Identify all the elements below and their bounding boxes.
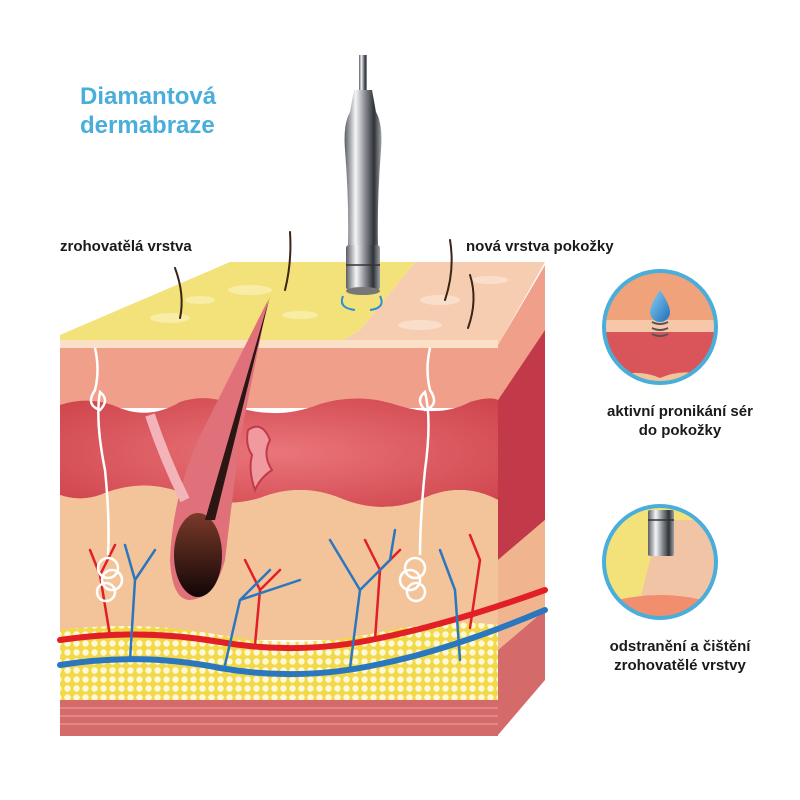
callout-2-line-1: odstranění a čištění [609,638,751,655]
title-line-2: dermabraze [80,112,215,139]
hypodermis-layer [60,485,498,640]
block-right-face [498,265,545,735]
diamond-handpiece [340,55,383,311]
sweat-gland-left [89,347,124,603]
title-line-1: Diamantová [80,83,217,110]
dermis-layer [60,398,498,508]
fat-layer [60,622,498,700]
skin-surface-top [60,262,545,348]
vein [57,528,548,678]
surface-hairs [174,231,475,329]
label-new-skin-layer: nová vrstva pokožky [466,238,614,255]
diamond-tip-icon [602,504,718,620]
callout-dead-skin-removal: odstranění a čištění zrohovatělé vrstvy [580,637,780,675]
epidermis-layer [60,348,498,408]
label-dead-skin-layer: zrohovatělá vrstva [60,238,192,255]
sweat-gland-right [398,347,436,603]
callout-2-line-2: zrohovatělé vrstvy [614,657,746,674]
diagram-title: Diamantová dermabraze [80,82,216,140]
callout-1-line-1: aktivní pronikání sér [607,403,753,420]
callout-1-line-2: do pokožky [638,422,722,439]
serum-drop-icon [602,269,718,385]
callout-serum-penetration: aktivní pronikání sér do pokožky [580,402,780,440]
hair-follicle [145,296,274,600]
muscle-layer [60,700,498,736]
